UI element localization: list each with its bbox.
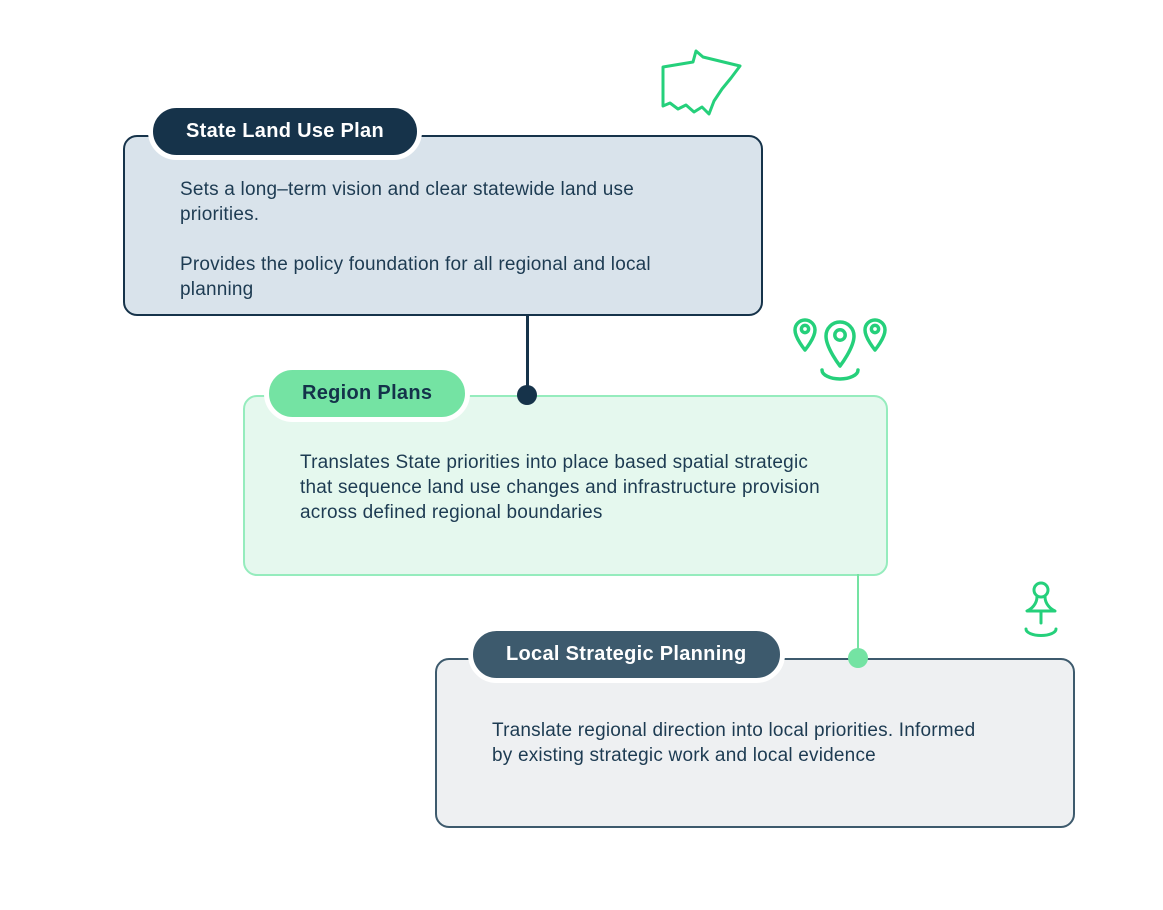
card-state-title: State Land Use Plan — [186, 120, 384, 142]
card-state-land-use-plan: Sets a long–term vision and clear statew… — [123, 135, 763, 316]
connector-region-to-local — [857, 574, 859, 659]
card-local-strategic-planning: Translate regional direction into local … — [435, 658, 1075, 828]
card-local-title-pill: Local Strategic Planning — [468, 626, 785, 683]
card-state-paragraph-2: Provides the policy foundation for all r… — [180, 254, 651, 300]
connector-state-to-region — [526, 314, 529, 396]
card-state-body: Sets a long–term vision and clear statew… — [180, 177, 705, 302]
card-state-title-pill: State Land Use Plan — [148, 103, 422, 160]
connector-node-navy — [517, 385, 537, 405]
nsw-state-outline-icon — [656, 42, 746, 129]
card-region-title: Region Plans — [302, 382, 433, 404]
card-region-body: Translates State priorities into place b… — [300, 450, 828, 525]
card-local-body: Translate regional direction into local … — [492, 718, 997, 768]
connector-node-green — [848, 648, 868, 668]
card-region-plans: Translates State priorities into place b… — [243, 395, 888, 576]
card-local-paragraph-1: Translate regional direction into local … — [492, 720, 976, 766]
card-region-paragraph-1: Translates State priorities into place b… — [300, 452, 820, 523]
card-region-title-pill: Region Plans — [264, 365, 471, 422]
map-pins-icon — [788, 308, 892, 395]
push-pin-icon — [1016, 580, 1066, 649]
card-state-paragraph-1: Sets a long–term vision and clear statew… — [180, 179, 634, 225]
card-local-title: Local Strategic Planning — [506, 643, 747, 665]
